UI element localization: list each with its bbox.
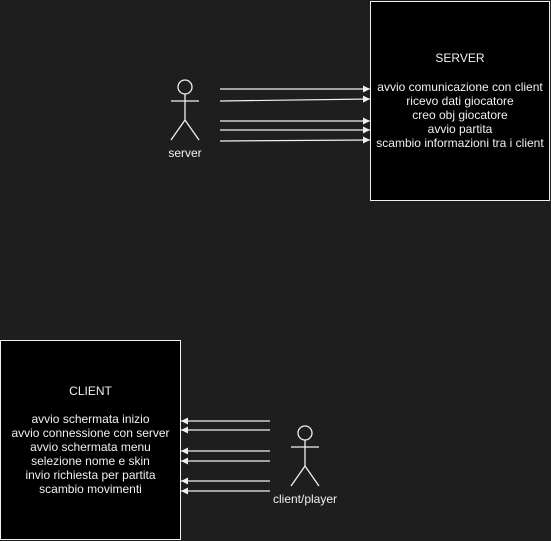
client-actor-label: client/player [272, 492, 338, 506]
server-line: avvio comunicazione con client [377, 80, 543, 94]
client-box[interactable]: CLIENT avvio schermata inizio avvio conn… [0, 340, 181, 540]
client-line: scambio movimenti [39, 482, 142, 496]
client-line: invio richiesta per partita [25, 468, 156, 482]
client-actor-icon[interactable] [290, 425, 320, 487]
server-box-lines: avvio comunicazione con client ricevo da… [371, 80, 549, 150]
server-line: creo obj giocatore [412, 108, 508, 122]
server-line: ricevo dati giocatore [406, 94, 514, 108]
server-box[interactable]: SERVER avvio comunicazione con client ri… [370, 1, 550, 201]
server-actor-icon[interactable] [170, 79, 200, 141]
client-box-title: CLIENT [69, 384, 112, 398]
client-line: avvio schermata inizio [31, 412, 150, 426]
server-line: scambio informazioni tra i client [376, 136, 544, 150]
server-actor-label: server [168, 146, 202, 160]
client-line: avvio connessione con server [11, 426, 170, 440]
server-box-title: SERVER [435, 51, 485, 65]
server-line: avvio partita [427, 122, 493, 136]
client-line: selezione nome e skin [31, 454, 150, 468]
client-box-lines: avvio schermata inizio avvio connessione… [1, 412, 180, 496]
server-arrow-2 [219, 95, 371, 103]
client-line: avvio schermata menu [30, 440, 151, 454]
server-arrow-5 [219, 136, 371, 144]
